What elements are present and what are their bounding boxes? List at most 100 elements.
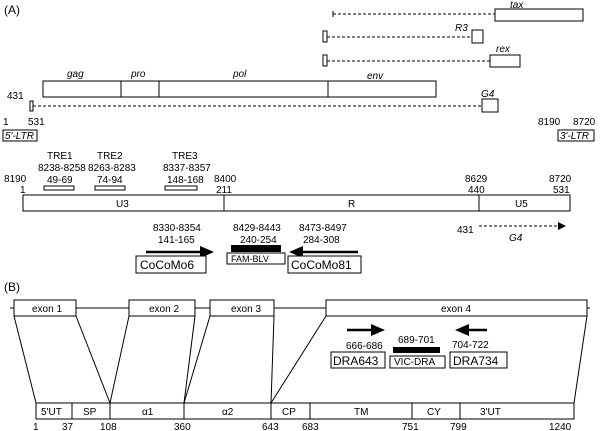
genome-pos-1: 1	[3, 117, 9, 128]
exon-2	[128, 299, 196, 317]
tax-label: tax	[510, 0, 524, 11]
exon-2-label: exon 2	[149, 304, 179, 315]
pos-751: 751	[402, 422, 419, 431]
probe-vic-dra: 689-701 VIC-DRA	[389, 335, 446, 369]
primer-dra734: 704-722 DRA734	[449, 324, 508, 369]
domain-positions: 1 37 108 360 643 683 751 799 1240	[33, 422, 572, 431]
exon-3-label: exon 3	[231, 304, 261, 315]
dra734-name: DRA734	[453, 354, 499, 368]
domain-bar: 5'UT SP α1 α2 CP TM CY 3'UT	[35, 402, 575, 420]
tre1-range: 8238-8258	[38, 163, 86, 174]
cocomo6-name: CoCoMo6	[140, 258, 194, 272]
ltr-left-bot: 1	[20, 185, 26, 196]
domain-tm: TM	[354, 407, 368, 418]
dra643-range: 666-686	[346, 341, 383, 352]
pos-1: 1	[33, 422, 39, 431]
tre3-rel: 148-168	[167, 175, 204, 186]
u5-label: U5	[515, 199, 528, 210]
fam-blv-name: FAM-BLV	[231, 254, 269, 264]
domain-cy: CY	[427, 407, 441, 418]
ltr-right-bot: 440	[468, 185, 485, 196]
dra734-range: 704-722	[452, 340, 489, 351]
gag-pro-pol-env: gag pro pol env	[42, 69, 437, 98]
cocomo6-range: 8330-8354	[153, 223, 201, 234]
panel-b-label: (B)	[4, 280, 20, 294]
cocomo81-name: CoCoMo81	[291, 258, 352, 272]
g4-pos-label: 431	[457, 225, 474, 236]
domain-sp: SP	[83, 407, 97, 418]
g4-orf: 431 G4	[7, 89, 499, 113]
exon-3	[209, 299, 275, 317]
genome-start-431: 431	[7, 91, 24, 102]
cocomo6-rel: 141-165	[158, 235, 195, 246]
genome-pos-531: 531	[28, 117, 45, 128]
fam-blv-range: 8429-8443	[233, 223, 281, 234]
r-label: R	[348, 199, 355, 210]
tre2-rel: 74-94	[97, 175, 123, 186]
tre2-range: 8263-8283	[88, 163, 136, 174]
ltr-end-bot: 531	[553, 185, 570, 196]
probe-fam-blv: 8429-8443 240-254 FAM-BLV	[226, 223, 286, 265]
ltr3-box	[557, 129, 595, 142]
domain-3ut: 3'UT	[480, 407, 501, 418]
tre2-name: TRE2	[97, 151, 123, 162]
genome-pos-8720: 8720	[573, 117, 596, 128]
tre1: TRE1 8238-8258 49-69	[38, 151, 86, 191]
pos-108: 108	[100, 422, 117, 431]
ltr5-box	[2, 129, 38, 142]
exon-1	[13, 299, 77, 317]
ltr-mid-top: 8400	[214, 174, 237, 185]
gag-label: gag	[67, 69, 84, 80]
cocomo81-rel: 284-308	[303, 235, 340, 246]
g4-label: G4	[481, 89, 495, 100]
pro-label: pro	[130, 69, 146, 80]
pos-799: 799	[450, 422, 467, 431]
pos-360: 360	[174, 422, 191, 431]
r3-orf: R3	[322, 23, 484, 44]
pos-37: 37	[62, 422, 74, 431]
rex-orf: rex	[322, 44, 521, 68]
tre1-name: TRE1	[47, 151, 73, 162]
pol-label: pol	[232, 69, 247, 80]
env-label: env	[367, 71, 384, 82]
tax-orf: tax	[332, 0, 584, 22]
vic-dra-name: VIC-DRA	[394, 357, 435, 368]
dra643-name: DRA643	[333, 354, 379, 368]
domain-5ut: 5'UT	[41, 407, 62, 418]
genome-pos-8190: 8190	[538, 117, 561, 128]
tre2: TRE2 8263-8283 74-94	[88, 151, 136, 191]
domain-a1: α1	[142, 407, 154, 418]
ltr-bar: 8190 1 8400 211 8629 440 8720 531 U3 R U…	[4, 174, 572, 244]
primer-cocomo6: 8330-8354 141-165 CoCoMo6	[135, 223, 214, 274]
ltr-end-top: 8720	[549, 174, 572, 185]
tre3: TRE3 8337-8357 148-168	[163, 151, 211, 191]
vic-dra-range: 689-701	[398, 335, 435, 346]
exon-4	[325, 299, 588, 317]
exon-mapping-lines	[13, 315, 588, 404]
r3-label: R3	[455, 23, 468, 34]
pos-643: 643	[262, 422, 279, 431]
panel-a-label: (A)	[4, 3, 20, 17]
pos-1240: 1240	[549, 422, 572, 431]
ltr3-label: 3'-LTR	[560, 131, 589, 142]
rex-label: rex	[496, 44, 511, 55]
domain-a2: α2	[222, 407, 234, 418]
g4-ltr-label: G4	[509, 233, 523, 244]
primer-cocomo81: 8473-8497 284-308 CoCoMo81	[287, 223, 362, 274]
tre3-name: TRE3	[172, 151, 198, 162]
ltr-left-top: 8190	[4, 174, 27, 185]
pos-683: 683	[302, 422, 319, 431]
primer-dra643: 666-686 DRA643	[330, 324, 386, 369]
exon-4-label: exon 4	[441, 304, 471, 315]
exon-1-label: exon 1	[32, 304, 62, 315]
ltr5-label: 5'-LTR	[5, 131, 34, 142]
u3-label: U3	[116, 199, 129, 210]
tre3-range: 8337-8357	[163, 163, 211, 174]
ltr-mid-bot: 211	[216, 185, 232, 196]
ltr-right-top: 8629	[465, 174, 488, 185]
tre1-rel: 49-69	[47, 175, 73, 186]
fam-blv-rel: 240-254	[240, 235, 277, 246]
cocomo81-range: 8473-8497	[299, 223, 347, 234]
domain-cp: CP	[282, 407, 296, 418]
